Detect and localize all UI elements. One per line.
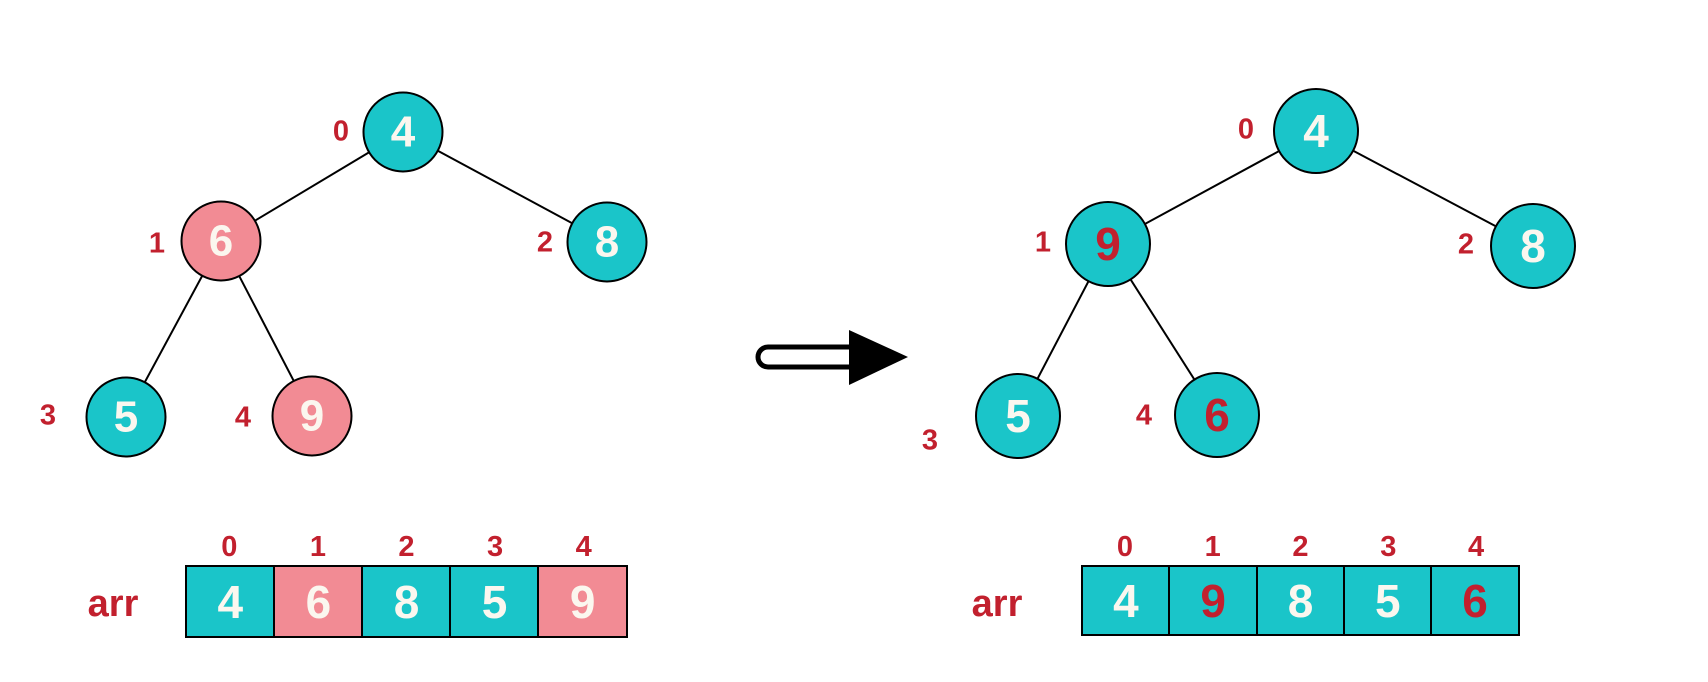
node-index-label: 0 — [1237, 113, 1255, 146]
array-cell: 9 — [1168, 565, 1259, 636]
cell-value: 5 — [1374, 574, 1401, 627]
before-array: 4 6 8 5 9 — [185, 565, 628, 638]
node-index-label: 1 — [1034, 226, 1052, 259]
before-tree-node-2: 8 — [566, 201, 648, 283]
cell-value: 8 — [393, 575, 420, 628]
array-cell: 4 — [185, 565, 276, 638]
cell-value: 5 — [481, 575, 508, 628]
array-cell: 6 — [273, 565, 364, 638]
node-index-label: 1 — [148, 227, 166, 260]
cell-value: 9 — [1200, 574, 1226, 627]
cell-value: 6 — [305, 575, 332, 628]
cell-value: 4 — [217, 575, 244, 628]
array-index-label: 0 — [221, 531, 238, 563]
cell-value: 9 — [569, 575, 596, 628]
after-array-index-row: 0 1 2 3 4 — [1081, 533, 1520, 562]
node-value: 4 — [1303, 105, 1329, 157]
before-array-index-row: 0 1 2 3 4 — [185, 533, 628, 562]
array-name-label: arr — [87, 583, 139, 625]
array-cell: 8 — [361, 565, 452, 638]
array-cell: 6 — [1430, 565, 1520, 636]
node-value: 8 — [594, 217, 620, 266]
array-index-label: 2 — [398, 531, 415, 563]
node-value: 9 — [1095, 218, 1121, 270]
node-value: 6 — [208, 216, 234, 265]
node-value: 4 — [390, 107, 416, 156]
node-value: 5 — [113, 392, 139, 441]
array-cell: 5 — [449, 565, 540, 638]
after-tree-node-0: 4 — [1273, 88, 1359, 174]
node-value: 5 — [1005, 390, 1031, 442]
before-tree-node-0: 4 — [362, 91, 444, 173]
right-arrow-icon — [755, 330, 908, 385]
node-index-label: 2 — [1457, 228, 1475, 261]
array-index-label: 3 — [1380, 531, 1397, 563]
node-value: 9 — [299, 391, 325, 440]
array-index-label: 1 — [309, 531, 326, 563]
node-index-label: 0 — [332, 115, 350, 148]
array-cell: 9 — [537, 565, 628, 638]
node-value: 6 — [1204, 389, 1230, 441]
after-tree-node-1: 9 — [1065, 201, 1151, 287]
before-tree-node-1: 6 — [180, 200, 262, 282]
array-index-label: 3 — [487, 531, 504, 563]
after-tree-node-3: 5 — [975, 373, 1061, 459]
cell-value: 4 — [1113, 574, 1139, 627]
before-tree-node-4: 9 — [271, 375, 353, 457]
array-index-label: 2 — [1292, 531, 1309, 563]
after-tree-node-2: 8 — [1490, 203, 1576, 289]
after-array: 4 9 8 5 6 — [1081, 565, 1520, 636]
node-value: 8 — [1520, 220, 1546, 272]
array-index-label: 0 — [1116, 531, 1133, 563]
array-cell: 5 — [1342, 565, 1433, 636]
array-cell: 8 — [1255, 565, 1346, 636]
node-index-label: 3 — [921, 424, 939, 457]
array-index-label: 4 — [1468, 531, 1485, 563]
cell-value: 6 — [1462, 574, 1488, 627]
node-index-label: 4 — [234, 401, 252, 434]
node-index-label: 4 — [1135, 399, 1153, 432]
array-cell: 4 — [1081, 565, 1171, 636]
node-index-label: 2 — [536, 226, 554, 259]
array-name-label: arr — [971, 583, 1023, 625]
array-index-label: 1 — [1204, 531, 1221, 563]
before-tree-node-3: 5 — [85, 376, 167, 458]
after-tree-node-4: 6 — [1174, 372, 1260, 458]
node-index-label: 3 — [39, 399, 57, 432]
array-index-label: 4 — [575, 531, 592, 563]
cell-value: 8 — [1287, 574, 1314, 627]
